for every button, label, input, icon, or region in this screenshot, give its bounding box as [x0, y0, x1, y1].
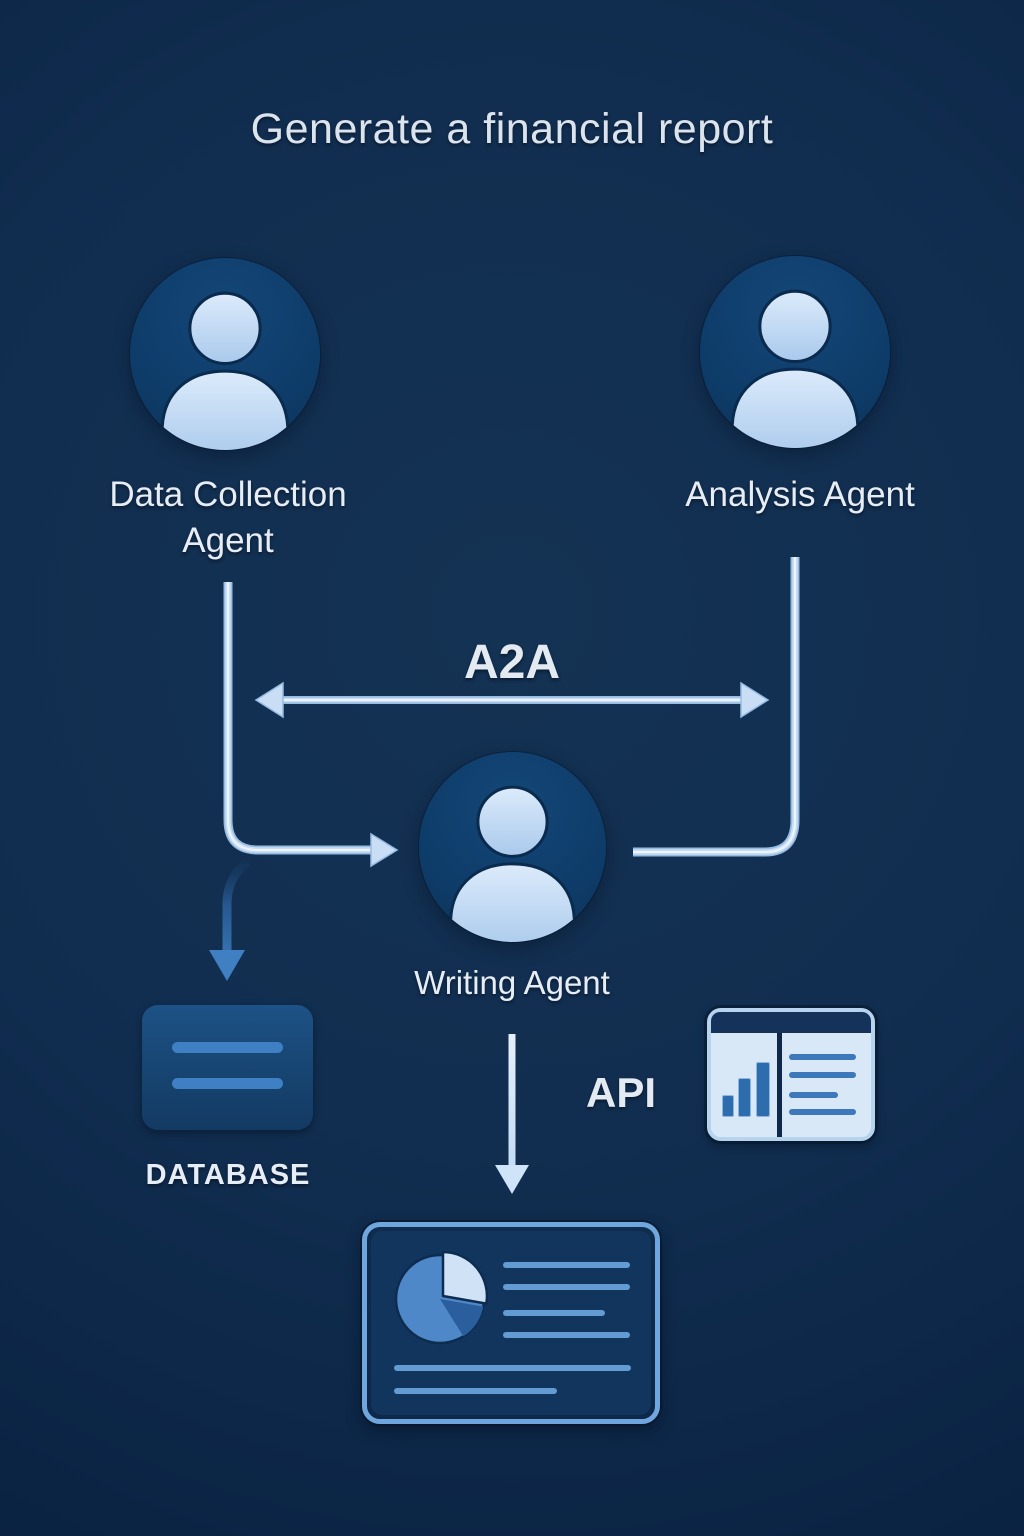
data-collection-agent-label: Data Collection Agent	[109, 475, 347, 561]
database-row-bar	[172, 1078, 283, 1089]
text-line	[789, 1109, 856, 1115]
person-icon	[159, 291, 291, 450]
arrow-data-collection-to-writing	[223, 582, 399, 868]
a2a-bidirectional-arrow	[254, 681, 770, 719]
arrow-data-collection-to-database	[209, 857, 251, 981]
person-icon	[447, 785, 578, 942]
report-card-icon	[362, 1222, 660, 1424]
database-label: DATABASE	[145, 1159, 311, 1191]
database-card-icon	[142, 1005, 313, 1130]
analysis-agent-avatar	[700, 256, 890, 448]
report-text-line	[394, 1388, 557, 1394]
dashboard-icon	[707, 1008, 875, 1141]
page-title: Generate a financial report	[250, 105, 774, 153]
text-line	[789, 1072, 856, 1078]
report-text-line	[503, 1332, 630, 1338]
arrow-writing-to-report	[495, 1034, 529, 1194]
bar-chart-bar	[756, 1062, 770, 1117]
api-label: API	[585, 1069, 656, 1116]
data-collection-agent-avatar	[130, 258, 320, 450]
analysis-agent-label: Analysis Agent	[685, 475, 915, 514]
database-row-bar	[172, 1042, 283, 1053]
report-text-line	[503, 1284, 630, 1290]
a2a-protocol-label: A2A	[463, 636, 561, 689]
report-card-body	[371, 1231, 651, 1415]
report-text-line	[394, 1365, 631, 1371]
text-line	[789, 1054, 856, 1060]
pie-chart-icon	[394, 1251, 488, 1345]
line-analysis-to-writing	[633, 557, 800, 857]
bar-chart-bar	[722, 1095, 734, 1117]
writing-agent-label: Writing Agent	[414, 964, 610, 1001]
text-line	[789, 1092, 838, 1098]
dashboard-panel-divider	[777, 1033, 782, 1137]
writing-agent-avatar	[419, 752, 606, 942]
bar-chart-bar	[738, 1078, 751, 1117]
person-icon	[729, 289, 861, 448]
report-text-line	[503, 1262, 630, 1268]
report-text-line	[503, 1310, 605, 1316]
dashboard-header-bar	[711, 1012, 871, 1033]
